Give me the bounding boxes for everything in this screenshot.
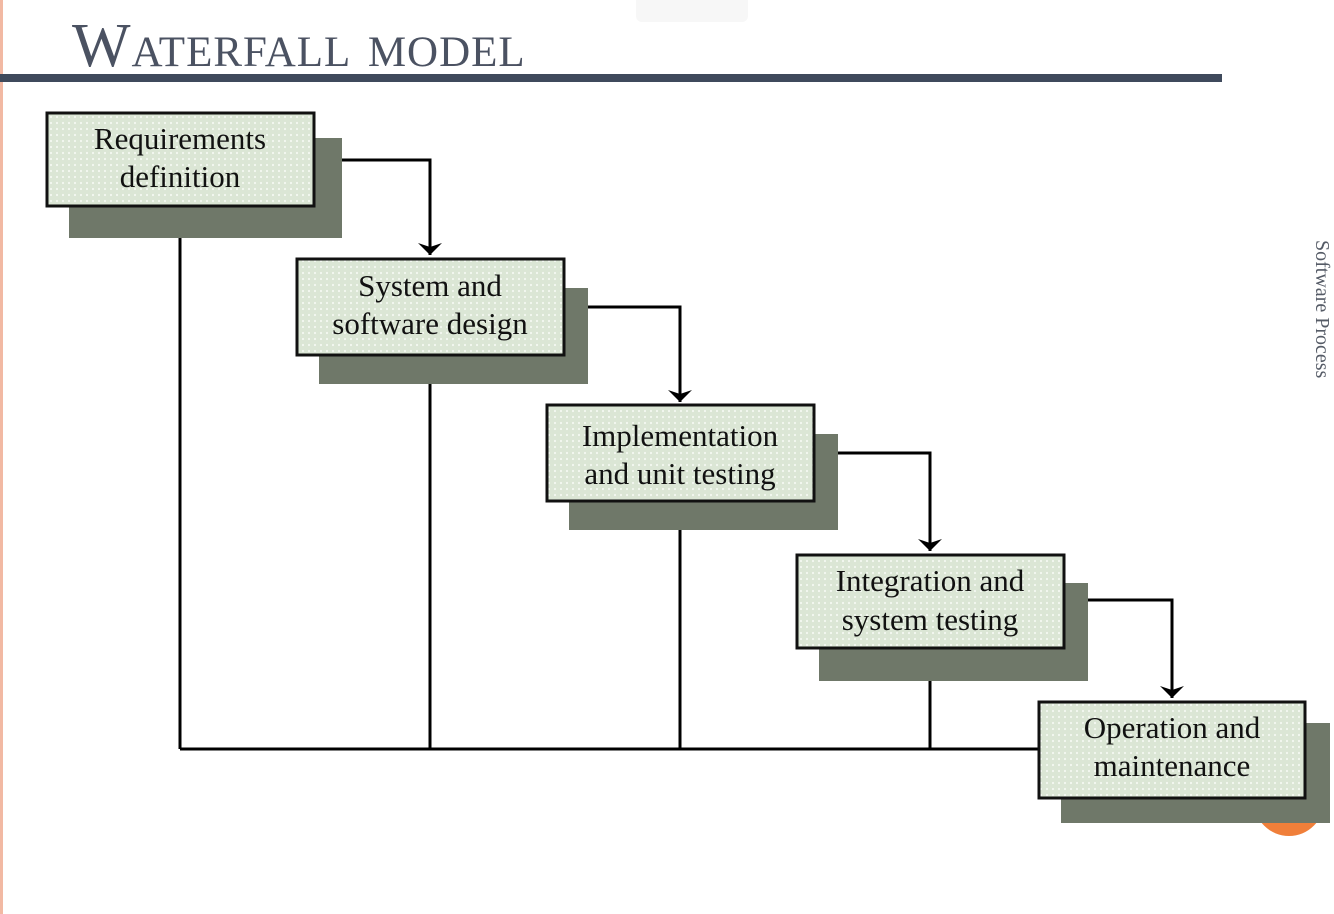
stage-label-line-2: and unit testing [584, 456, 775, 491]
stage-operation: Operation and maintenance [1037, 700, 1330, 823]
flow-arrow-implementation-to-integration [814, 451, 942, 551]
forward-lines [314, 158, 1184, 698]
stage-label-line-1: Operation and [1084, 710, 1261, 745]
flow-arrow-design-to-implementation [564, 305, 692, 402]
stage-design: System and software design [295, 257, 588, 384]
slide-left-edge [0, 0, 3, 914]
stage-integration: Integration and system testing [795, 553, 1088, 681]
stage-box [545, 403, 816, 503]
flow-arrow-integration-to-operation [1064, 598, 1184, 698]
stage-label-line-2: system testing [842, 602, 1019, 637]
flow-arrow-requirements-to-design [314, 158, 442, 255]
feedback-lines [168, 212, 1040, 751]
stage-implementation: Implementation and unit testing [545, 403, 838, 530]
stage-label-line-2: maintenance [1094, 748, 1251, 783]
stage-label-line-2: definition [120, 159, 241, 194]
slide-title: Waterfall model [72, 12, 526, 80]
stage-label-line-1: Requirements [94, 121, 266, 156]
title-underline [0, 74, 1222, 82]
stage-label-line-2: software design [332, 306, 528, 341]
stage-box [795, 553, 1066, 650]
side-label: Software Process [1311, 240, 1333, 379]
stage-label-line-1: Implementation [582, 418, 779, 453]
stage-box [1037, 700, 1307, 800]
slide-tab [636, 0, 748, 22]
stage-box [295, 257, 566, 357]
stage-box [45, 111, 316, 208]
stage-label-line-1: System and [358, 268, 502, 303]
stage-requirements: Requirements definition [45, 111, 342, 238]
stage-label-line-1: Integration and [836, 563, 1025, 598]
